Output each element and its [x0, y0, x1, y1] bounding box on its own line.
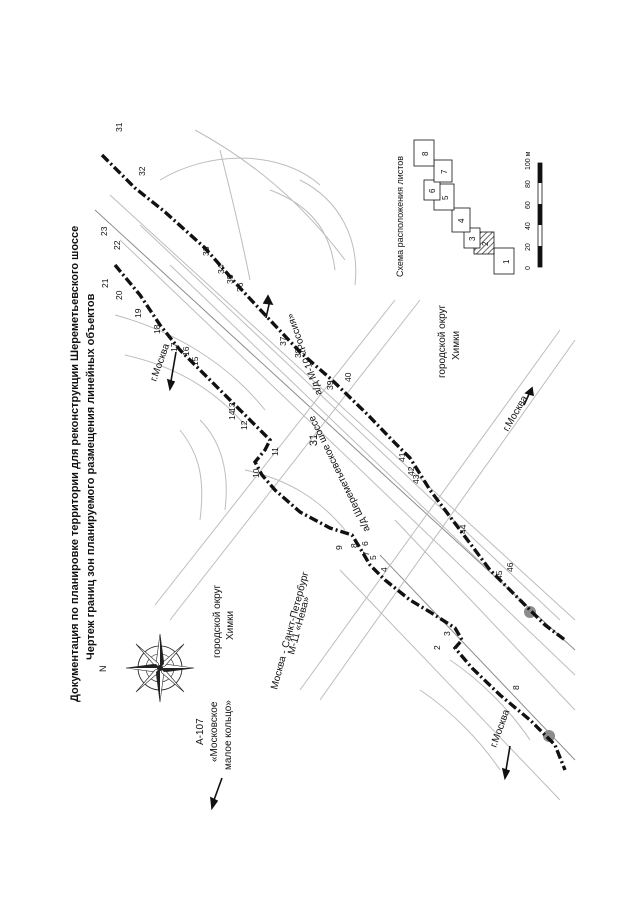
- north-label: N: [98, 666, 108, 673]
- point-46: 46: [505, 562, 515, 572]
- direction-arrows: [166, 294, 534, 811]
- scale-tick-60: 60: [525, 201, 532, 209]
- himki-right-2: Химки: [451, 331, 462, 360]
- scale-seg-1: [538, 246, 542, 267]
- point-19: 19: [133, 308, 143, 318]
- a107-label-2: «Московское: [209, 701, 220, 762]
- point-13: 13: [227, 402, 237, 412]
- point-15: 15: [190, 356, 200, 366]
- point-7: 7: [361, 551, 371, 556]
- scale-tick-40: 40: [525, 222, 532, 230]
- point-12: 12: [239, 420, 249, 430]
- roundabout-2: [543, 730, 555, 742]
- a107-label-3: малое кольцо»: [223, 700, 234, 770]
- point-2: 2: [432, 645, 442, 650]
- point-33: 33: [201, 246, 211, 256]
- point-3: 3: [442, 631, 452, 636]
- sheet-6: [423, 179, 441, 201]
- point-10: 10: [251, 468, 261, 478]
- point-6: 6: [360, 541, 370, 546]
- sheet-6-label: 6: [428, 188, 437, 193]
- point-37: 37: [278, 336, 288, 346]
- point-16: 16: [181, 346, 191, 356]
- himki-right-1: городской округ: [437, 304, 448, 378]
- point-20: 20: [114, 290, 124, 300]
- sheet-7-label: 7: [440, 169, 449, 174]
- compass-rose-icon: [125, 633, 195, 703]
- point-43: 43: [411, 474, 421, 484]
- title-block: Документация по планировке территории дл…: [69, 226, 97, 702]
- arrow-a107: [213, 777, 223, 801]
- point-9: 9: [334, 545, 344, 550]
- sheet-8: [413, 139, 435, 167]
- point-31: 31: [114, 122, 124, 132]
- point-23: 23: [99, 226, 109, 236]
- point-14: 14: [227, 410, 237, 420]
- point-17: 17: [169, 342, 179, 352]
- point-21: 21: [100, 278, 110, 288]
- sheet-5-label: 5: [441, 195, 450, 200]
- a107-label-1: А-107: [195, 718, 206, 745]
- road-network: [94, 129, 576, 801]
- point-41: 41: [397, 452, 407, 462]
- point-8-bottom: 8: [511, 685, 521, 690]
- scale-seg-3: [538, 204, 542, 225]
- title-line-1: Документация по планировке территории дл…: [69, 226, 81, 702]
- scale-seg-5: [538, 163, 542, 183]
- sheet-4: [451, 207, 471, 233]
- scale-tick-100: 100 м: [525, 151, 532, 170]
- sheet-8-label: 8: [421, 151, 430, 156]
- himki-left-1: городской округ: [212, 584, 223, 658]
- arrow-moscow-top: [170, 351, 177, 382]
- title-line-2: Чертеж границ зон планируемого размещени…: [85, 293, 97, 660]
- point-38: 38: [293, 348, 303, 358]
- point-22: 22: [112, 240, 122, 250]
- sheet-scheme-title: Схема расположения листов: [395, 156, 405, 277]
- point-32: 32: [137, 166, 147, 176]
- sheet-1-label: 1: [502, 259, 511, 264]
- arrow-moscow-bottom: [505, 745, 511, 771]
- point-8: 8: [349, 543, 359, 548]
- scale-tick-0: 0: [525, 266, 532, 270]
- point-45: 45: [494, 570, 504, 580]
- point-35: 35: [225, 274, 235, 284]
- point-44: 44: [458, 524, 468, 534]
- scale-tick-80: 80: [525, 180, 532, 188]
- m11-label-2: Москва - Санкт-Петербург: [268, 570, 311, 691]
- point-42: 42: [406, 466, 416, 476]
- scale-bar: 0 20 40 60 80 100 м: [525, 151, 543, 270]
- sheet-3: [463, 227, 481, 249]
- sheet-1: [493, 247, 515, 275]
- scale-tick-20: 20: [525, 243, 532, 251]
- m10-label: а/д М-10 «Россия»: [285, 311, 325, 396]
- sheet-7: [433, 159, 453, 183]
- sheet-3-label: 3: [468, 236, 477, 241]
- point-18: 18: [152, 324, 162, 334]
- zone-boundary: [100, 153, 567, 771]
- sheet-2-label: 2: [481, 241, 490, 246]
- point-39: 39: [325, 380, 335, 390]
- sheet-scheme: Схема расположения листов 1 2 3 4 5 6 7 …: [395, 139, 515, 277]
- point-4: 4: [379, 567, 389, 572]
- himki-left-2: Химки: [225, 611, 236, 640]
- boundary-point-labels: 31 32 23 22 21 20 19 18 17 16 15 13 14 1…: [99, 122, 521, 690]
- point-5: 5: [368, 555, 378, 560]
- sheet-4-label: 4: [457, 218, 466, 223]
- point-11: 11: [270, 447, 280, 456]
- sheremetevskoe-label: а/д Шереметьевское шоссе: [307, 413, 373, 533]
- point-34: 34: [216, 264, 226, 274]
- point-40: 40: [343, 372, 353, 382]
- point-36: 36: [235, 282, 245, 292]
